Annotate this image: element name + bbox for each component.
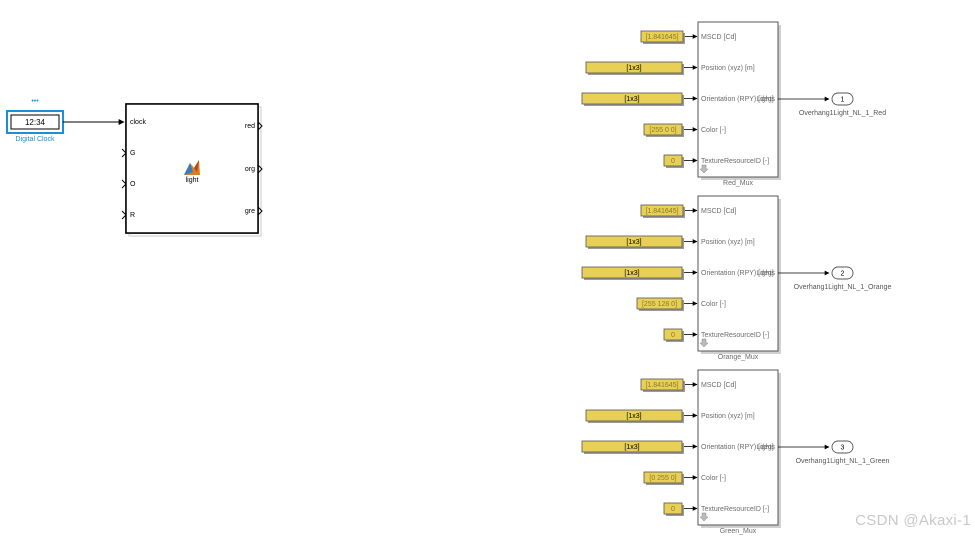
input-port-chevron-g [121, 148, 127, 158]
matlab-logo-icon [184, 160, 200, 175]
mux-port-label: TextureResourceID [-] [701, 506, 769, 513]
constant-block[interactable] [643, 123, 683, 136]
constant-block[interactable] [643, 471, 683, 484]
bus-creator-block[interactable] [697, 21, 779, 178]
constant-value: 0 [671, 332, 675, 339]
light-in-o: O [130, 181, 136, 188]
constant-block[interactable] [585, 61, 683, 74]
constant-value: 0 [671, 506, 675, 513]
watermark: CSDN @Akaxi-1 [855, 512, 971, 529]
light-out-org: org [245, 166, 255, 173]
constant-block[interactable] [581, 440, 683, 453]
constant-block[interactable] [581, 266, 683, 279]
mux-port-label: MSCD [Cd] [701, 34, 736, 41]
constant-value: [1x3] [624, 444, 639, 451]
mux-port-label: TextureResourceID [-] [701, 332, 769, 339]
constant-block[interactable] [640, 378, 684, 391]
constant-block[interactable] [663, 502, 683, 515]
constant-value: 0 [671, 158, 675, 165]
constant-value: [1.841645] [645, 382, 678, 389]
mux-group-1: [1.841645] MSCD [Cd] [1x3] Position (xyz) [… [581, 21, 886, 187]
mux-port-label: Color [-] [701, 301, 726, 308]
mux-port-label: Orientation (RPY) [deg] [701, 96, 774, 103]
outport-number: 3 [841, 445, 845, 452]
constant-value: [255 0 0] [649, 127, 676, 134]
constant-value: [1x3] [624, 96, 639, 103]
input-port-chevron-o [121, 179, 127, 189]
down-arrow-icon [699, 512, 709, 522]
light-in-g: G [130, 150, 135, 157]
output-port-chevron-gre [257, 206, 263, 216]
clock-label: Digital Clock [16, 136, 55, 143]
mux-output-label: Lights [756, 270, 775, 277]
mux-port-label: Position (xyz) [m] [701, 239, 755, 246]
constant-block[interactable] [636, 297, 683, 310]
mux-output-label: Lights [756, 96, 775, 103]
down-arrow-icon [699, 164, 709, 174]
constant-value: [1x3] [626, 413, 641, 420]
mux-group-3: [1.841645] MSCD [Cd] [1x3] Position (xyz) [… [581, 369, 890, 535]
mux-port-label: MSCD [Cd] [701, 382, 736, 389]
mux-output-label: Lights [756, 444, 775, 451]
outport-block[interactable] [831, 440, 854, 454]
outport-block[interactable] [831, 266, 854, 280]
constant-value: [1.841645] [645, 34, 678, 41]
light-function-block[interactable]: clock G O R red org gre light [121, 103, 263, 237]
mux-port-label: Color [-] [701, 127, 726, 134]
constant-value: [1x3] [626, 65, 641, 72]
outport-number: 2 [841, 271, 845, 278]
constant-value: [255 128 0] [642, 301, 677, 308]
bus-creator-block[interactable] [697, 195, 779, 352]
digital-clock-block[interactable]: ••• 12:34 Digital Clock [6, 98, 64, 143]
clock-display: 12:34 [25, 118, 46, 127]
constant-block[interactable] [640, 30, 684, 43]
mux-port-label: TextureResourceID [-] [701, 158, 769, 165]
mux-group-2: [1.841645] MSCD [Cd] [1x3] Position (xyz) [… [581, 195, 892, 361]
light-out-gre: gre [245, 208, 255, 215]
mux-port-label: Color [-] [701, 475, 726, 482]
outport-block[interactable] [831, 92, 854, 106]
constant-block[interactable] [581, 92, 683, 105]
outport-number: 1 [841, 97, 845, 104]
output-port-chevron-red [257, 121, 263, 131]
mux-port-label: Position (xyz) [m] [701, 65, 755, 72]
constant-value: [0 255 0] [649, 475, 676, 482]
outport-label: Overhang1Light_NL_1_Red [799, 110, 886, 117]
light-in-r: R [130, 212, 135, 219]
constant-block[interactable] [640, 204, 684, 217]
constant-block[interactable] [663, 154, 683, 167]
constant-block[interactable] [585, 409, 683, 422]
constant-block[interactable] [585, 235, 683, 248]
input-port-chevron-r [121, 210, 127, 220]
constant-value: [1x3] [624, 270, 639, 277]
outport-label: Overhang1Light_NL_1_Green [796, 458, 890, 465]
mux-port-label: Position (xyz) [m] [701, 413, 755, 420]
outport-label: Overhang1Light_NL_1_Orange [794, 284, 892, 291]
bus-creator-block[interactable] [697, 369, 779, 526]
light-out-red: red [245, 123, 255, 130]
mux-name: Green_Mux [720, 528, 757, 535]
mux-name: Red_Mux [723, 180, 753, 187]
constant-value: [1x3] [626, 239, 641, 246]
light-in-clock: clock [130, 119, 146, 126]
down-arrow-icon [699, 338, 709, 348]
light-block-name: light [186, 177, 199, 184]
mux-port-label: Orientation (RPY) [deg] [701, 270, 774, 277]
constant-value: [1.841645] [645, 208, 678, 215]
constant-block[interactable] [663, 328, 683, 341]
output-port-chevron-org [257, 164, 263, 174]
mux-port-label: Orientation (RPY) [deg] [701, 444, 774, 451]
mux-name: Orange_Mux [718, 354, 759, 361]
mux-port-label: MSCD [Cd] [701, 208, 736, 215]
clock-dots: ••• [31, 98, 39, 105]
mux-layer: [1.841645] MSCD [Cd] [1x3] Position (xyz) [… [581, 21, 892, 535]
